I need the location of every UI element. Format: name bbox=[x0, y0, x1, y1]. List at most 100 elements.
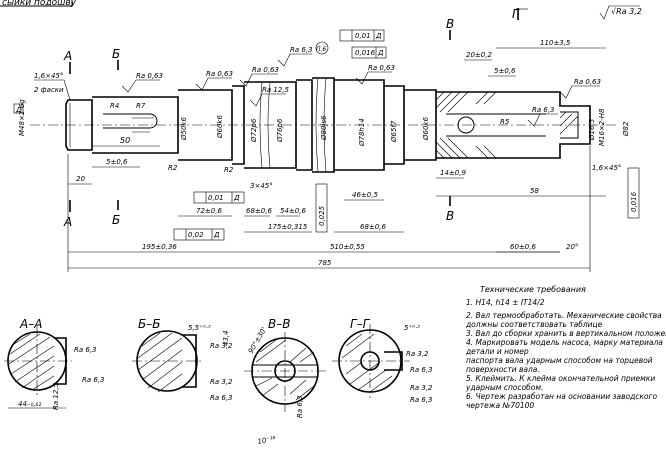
svg-text:Ø72p6: Ø72p6 bbox=[250, 118, 258, 143]
svg-text:Ra 0,63: Ra 0,63 bbox=[368, 64, 395, 72]
svg-text:Ra 6,3: Ra 6,3 bbox=[210, 394, 233, 402]
svg-text:0,02: 0,02 bbox=[188, 231, 204, 239]
svg-text:Ra 0,63: Ra 0,63 bbox=[136, 72, 163, 80]
svg-text:Д: Д bbox=[375, 32, 382, 40]
svg-text:чертежа №70100: чертежа №70100 bbox=[466, 401, 534, 410]
svg-text:0,016: 0,016 bbox=[355, 49, 376, 57]
svg-text:50: 50 bbox=[120, 136, 130, 145]
svg-text:5⁺⁰·²: 5⁺⁰·² bbox=[404, 324, 420, 332]
section-b-b: Б–Б 5,5⁺⁰·² Ra 3,2 Ra 3,2 Ra 6,3 43,4 bbox=[132, 317, 233, 402]
notes-line-1: 1. Н14, h14 ± IT14/2 bbox=[466, 298, 545, 307]
svg-text:Ø76p6: Ø76p6 bbox=[276, 118, 284, 143]
svg-text:72±0,6: 72±0,6 bbox=[196, 207, 222, 215]
svg-text:Ra 0,63: Ra 0,63 bbox=[574, 78, 601, 86]
svg-text:Д: Д bbox=[233, 194, 240, 202]
section-mark-a-bottom: А bbox=[63, 215, 72, 229]
svg-text:Ra 6,3: Ra 6,3 bbox=[410, 396, 433, 404]
svg-text:5±0,6: 5±0,6 bbox=[494, 67, 516, 75]
svg-text:М48×2-6g: М48×2-6g bbox=[18, 99, 26, 136]
svg-text:10⁻¹⁸: 10⁻¹⁸ bbox=[257, 435, 277, 446]
svg-text:Б–Б: Б–Б bbox=[138, 317, 160, 331]
svg-text:Ra 6,3: Ra 6,3 bbox=[290, 46, 313, 54]
svg-text:Ra 6,3: Ra 6,3 bbox=[532, 106, 555, 114]
svg-text:R5: R5 bbox=[500, 118, 510, 126]
section-mark-b-bottom: Б bbox=[112, 213, 120, 227]
svg-text:П.6: П.6 bbox=[316, 46, 326, 53]
svg-text:43,4: 43,4 bbox=[222, 330, 230, 346]
svg-text:Ra 12,5: Ra 12,5 bbox=[262, 86, 290, 94]
svg-text:4. Маркировать модель насоса,: 4. Маркировать модель насоса, марку мате… bbox=[466, 338, 663, 347]
right-dimensions: 110±3,5 20±0,2 5±0,6 R5 14±0,9 58 Ø16,5 … bbox=[436, 39, 630, 197]
svg-text:44₋₀,₆₂: 44₋₀,₆₂ bbox=[18, 400, 41, 408]
svg-text:54±0,6: 54±0,6 bbox=[280, 207, 306, 215]
svg-text:1,6×45°: 1,6×45° bbox=[34, 72, 63, 80]
svg-text:Ø60k6: Ø60k6 bbox=[422, 117, 430, 141]
section-mark-v-top: В bbox=[446, 17, 454, 31]
section-mark-g-top: Г bbox=[512, 7, 520, 21]
svg-text:3. Вал до сборки хранить в вер: 3. Вал до сборки хранить в вертикальном … bbox=[466, 329, 666, 338]
shaft-outline bbox=[30, 77, 618, 173]
svg-text:Ø80js6: Ø80js6 bbox=[320, 115, 328, 141]
svg-text:Ra 6,3: Ra 6,3 bbox=[74, 346, 97, 354]
stamp-label: сыйки подошву bbox=[2, 0, 77, 8]
svg-text:R2: R2 bbox=[168, 164, 178, 172]
svg-text:детали и номер: детали и номер bbox=[465, 347, 529, 356]
svg-text:Ra 3,2: Ra 3,2 bbox=[210, 342, 233, 350]
svg-text:Ra 12,5: Ra 12,5 bbox=[52, 382, 60, 410]
svg-text:0,01: 0,01 bbox=[355, 32, 371, 40]
svg-text:А–А: А–А bbox=[19, 317, 42, 331]
technical-requirements: Технические требования 1. Н14, h14 ± IT1… bbox=[465, 285, 666, 410]
svg-text:110±3,5: 110±3,5 bbox=[540, 39, 571, 47]
svg-text:Ø50k6: Ø50k6 bbox=[180, 117, 188, 141]
svg-text:2. Вал термообработать. Механи: 2. Вал термообработать. Механические сво… bbox=[466, 311, 662, 320]
section-g-g: Г–Г 5⁺⁰·² Ra 3,2 Ra 6,3 Ra 3,2 Ra 6,3 bbox=[332, 317, 433, 404]
svg-text:510±0,55: 510±0,55 bbox=[330, 243, 365, 251]
svg-text:785: 785 bbox=[318, 259, 332, 267]
left-dimensions: 1,6×45° 2 фаски М48×2-6g Д R4 R7 50 5±0,… bbox=[13, 72, 273, 190]
svg-text:Д: Д bbox=[377, 49, 384, 57]
svg-text:Ra 6,3: Ra 6,3 bbox=[410, 366, 433, 374]
roughness-tags: Ra 0,63 Ra 0,63 Ra 0,63 Ra 12,5 Ra 6,3 R… bbox=[121, 46, 601, 127]
svg-text:Ra 6,3: Ra 6,3 bbox=[296, 395, 304, 418]
section-mark-a-top: А bbox=[63, 49, 72, 63]
notes-title: Технические требования bbox=[480, 285, 586, 294]
tolerance-frames: 0,01 Д 0,016 Д 0,01 Д 0,02 Д 0,025 0,016… bbox=[173, 29, 640, 241]
svg-text:20: 20 bbox=[76, 175, 85, 183]
svg-text:46±0,5: 46±0,5 bbox=[352, 191, 378, 199]
svg-text:6. Чертеж разработан на основа: 6. Чертеж разработан на основании заводс… bbox=[466, 392, 657, 401]
svg-text:Ø82: Ø82 bbox=[622, 121, 630, 137]
section-marks: А А Б Б В В Г bbox=[63, 7, 528, 229]
svg-text:поверхности вала.: поверхности вала. bbox=[466, 365, 540, 374]
svg-text:175±0,315: 175±0,315 bbox=[268, 223, 308, 231]
svg-text:20°: 20° bbox=[566, 243, 578, 251]
svg-text:паспорта вала ударным способом: паспорта вала ударным способом на торцев… bbox=[466, 356, 653, 365]
svg-text:R2: R2 bbox=[224, 166, 234, 174]
svg-text:Ra 6,3: Ra 6,3 bbox=[82, 376, 105, 384]
svg-text:14±0,9: 14±0,9 bbox=[440, 169, 466, 177]
svg-text:В–В: В–В bbox=[268, 317, 290, 331]
svg-text:20±0,2: 20±0,2 bbox=[466, 51, 492, 59]
svg-text:Ra 0,63: Ra 0,63 bbox=[206, 70, 233, 78]
section-mark-b-top: Б bbox=[112, 47, 120, 61]
svg-text:3×45°: 3×45° bbox=[250, 182, 273, 190]
svg-text:Д: Д bbox=[213, 231, 220, 239]
svg-text:Д: Д bbox=[15, 106, 22, 114]
svg-text:0,01: 0,01 bbox=[208, 194, 224, 202]
svg-text:58: 58 bbox=[530, 187, 539, 195]
svg-text:195±0,36: 195±0,36 bbox=[142, 243, 177, 251]
svg-text:R7: R7 bbox=[136, 102, 146, 110]
section-v-v: В–В 90°±30' Ra 6,3 10⁻¹⁸ bbox=[244, 317, 326, 446]
svg-text:5. Клеймить. К клейма окончате: 5. Клеймить. К клейма окончательной прие… bbox=[466, 374, 655, 383]
svg-text:√Ra 3,2: √Ra 3,2 bbox=[611, 7, 642, 16]
svg-text:Ra 3,2: Ra 3,2 bbox=[210, 378, 233, 386]
roughness-corner-symbol: √Ra 3,2 bbox=[599, 5, 642, 20]
svg-text:68±0,6: 68±0,6 bbox=[246, 207, 272, 215]
svg-text:5,5⁺⁰·²: 5,5⁺⁰·² bbox=[188, 324, 211, 332]
svg-text:Ra 3,2: Ra 3,2 bbox=[410, 384, 433, 392]
section-a-a: А–А Ra 6,3 Ra 6,3 Ra 12,5 44₋₀,₆₂ bbox=[4, 317, 105, 410]
svg-text:Ø16,5: Ø16,5 bbox=[588, 118, 596, 141]
svg-text:Ø60k6: Ø60k6 bbox=[216, 115, 224, 139]
svg-text:должны соответствовать таблице: должны соответствовать таблице bbox=[465, 320, 603, 329]
